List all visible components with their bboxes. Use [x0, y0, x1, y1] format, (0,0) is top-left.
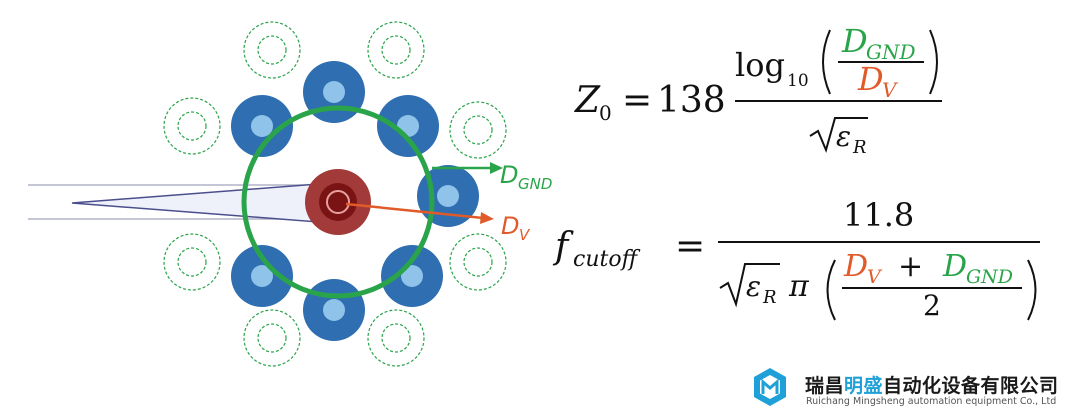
den-dv-main: D — [857, 60, 884, 98]
outer-ring-3-outer — [163, 97, 221, 155]
dv-arrowhead — [480, 212, 494, 224]
z0-epsilon-sub: R — [852, 137, 867, 158]
fcutoff-dgnd-main: D — [942, 249, 967, 284]
fcutoff-two: 2 — [923, 289, 941, 322]
fcutoff-subscript: cutoff — [573, 247, 641, 272]
outer-ring-6-outer — [449, 233, 507, 291]
fcutoff-equation: f cutoff = 11.8 ε R π D V + D GND 2 — [552, 196, 1040, 322]
fcutoff-epsilon: ε — [746, 270, 761, 303]
fcutoff-epsilon-sub: R — [762, 287, 777, 308]
outer-ring-1-inner — [257, 35, 287, 65]
outer-ring-7-outer — [243, 309, 301, 367]
ground-ring — [241, 105, 435, 299]
outer-ring-8-inner — [381, 323, 411, 353]
z0-symbol: Z — [574, 80, 601, 121]
fcutoff-pi: π — [788, 269, 810, 304]
ground-pin-1-core — [323, 81, 345, 103]
fcutoff-dv-sub: V — [867, 266, 883, 288]
outer-ring-6-inner — [463, 247, 493, 277]
dv-label-sub: V — [519, 226, 531, 244]
company-name-highlight: 明盛 — [844, 375, 884, 397]
fcutoff-symbol: f — [552, 226, 574, 267]
outer-ring-3-inner — [177, 111, 207, 141]
log-text: log — [735, 46, 785, 84]
dgnd-label-main: D — [500, 161, 518, 189]
company-subtitle: Ruichang Mingsheng automation equipment … — [806, 396, 1057, 407]
fcutoff-plus: + — [898, 249, 923, 284]
outer-ring-4-inner — [463, 115, 493, 145]
company-logo-icon — [754, 368, 786, 406]
fcutoff-right-paren — [1027, 259, 1037, 321]
num-dgnd-sub: GND — [866, 40, 916, 64]
z0-epsilon: ε — [836, 120, 851, 153]
z0-equation: Z 0 = 138 log 10 D GND D V ε R — [574, 22, 942, 158]
company-name-part2: 自动化设备有限公司 — [883, 375, 1059, 397]
signal-pin-core — [319, 183, 357, 221]
ground-pin-7-core — [323, 299, 345, 321]
outer-ring-2-outer — [367, 21, 425, 79]
fcutoff-left-paren — [826, 259, 836, 321]
dv-arrow-line — [345, 202, 484, 220]
outer-ring-4-outer — [449, 101, 507, 159]
z0-constant: 138 — [657, 80, 726, 121]
z0-equals: = — [622, 80, 652, 121]
z0-subscript: 0 — [599, 101, 612, 125]
ground-pin-6-core — [401, 265, 423, 287]
fcutoff-dv-main: D — [843, 249, 868, 284]
ground-pin-2-core — [251, 115, 273, 137]
probe-tip — [71, 183, 319, 223]
z0-sqrt-sign — [809, 117, 868, 154]
signal-pin-ring — [326, 190, 350, 214]
dgnd-arrowhead — [490, 162, 503, 174]
left-paren — [822, 29, 831, 95]
fcutoff-sqrt-sign — [719, 263, 780, 308]
ground-pin-4-core — [437, 185, 459, 207]
num-dgnd-main: D — [841, 22, 868, 60]
den-dv-sub: V — [882, 78, 899, 102]
outer-ring-8-outer — [367, 309, 425, 367]
dgnd-label-sub: GND — [518, 175, 552, 193]
outer-ring-2-inner — [381, 35, 411, 65]
dv-label-main: D — [501, 212, 519, 240]
outer-ring-5-inner — [177, 247, 207, 277]
fcutoff-dgnd-sub: GND — [966, 266, 1013, 288]
company-name-part1: 瑞昌 — [805, 375, 845, 397]
fcutoff-numerator: 11.8 — [843, 196, 914, 234]
outer-ring-5-outer — [163, 233, 221, 291]
company-name: 瑞昌明盛自动化设备有限公司 — [805, 371, 1059, 398]
outer-ring-7-inner — [257, 323, 287, 353]
right-paren — [929, 29, 938, 95]
log-base: 10 — [787, 71, 809, 91]
outer-ring-1-outer — [243, 21, 301, 79]
ground-pin-5-core — [251, 265, 273, 287]
fcutoff-equals: = — [675, 226, 705, 267]
